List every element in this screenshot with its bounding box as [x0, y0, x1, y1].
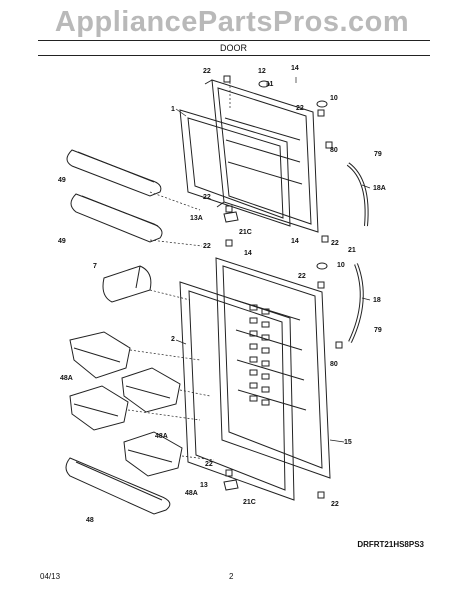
page-number: 2	[229, 572, 234, 581]
callout-49: 49	[58, 238, 66, 245]
callout-22: 22	[205, 461, 213, 468]
bottom-door-shelf	[65, 457, 171, 515]
callout-48: 48	[86, 517, 94, 524]
header-rule-top	[38, 40, 430, 41]
callout-49: 49	[58, 177, 66, 184]
freezer-door-panel	[204, 79, 319, 233]
freezer-door-shelf	[66, 149, 163, 243]
callout-7: 7	[93, 263, 97, 270]
door-shelf-slots	[249, 304, 270, 406]
callout-79: 79	[374, 151, 382, 158]
callout-12: 12	[258, 68, 266, 75]
callout-21C: 21C	[243, 499, 256, 506]
callout-14: 14	[244, 250, 252, 257]
callout-1: 1	[171, 106, 175, 113]
callout-10: 10	[330, 95, 338, 102]
page-title: DOOR	[220, 43, 247, 53]
callout-18: 18	[373, 297, 381, 304]
callout-80: 80	[330, 147, 338, 154]
model-number: DRFRT21HS8PS3	[357, 540, 424, 549]
callout-22: 22	[298, 273, 306, 280]
callout-22: 22	[296, 105, 304, 112]
fresh-food-door-panel	[215, 257, 331, 479]
callout-18A: 18A	[373, 185, 386, 192]
callout-22: 22	[203, 194, 211, 201]
callout-22: 22	[331, 240, 339, 247]
callout-14: 14	[291, 238, 299, 245]
dairy-container	[102, 265, 152, 303]
callout-10: 10	[337, 262, 345, 269]
door-bin	[69, 331, 183, 477]
callout-22: 22	[331, 501, 339, 508]
callout-21C: 21C	[239, 229, 252, 236]
callout-14: 14	[291, 65, 299, 72]
callout-79: 79	[374, 327, 382, 334]
hinge-parts	[223, 75, 343, 499]
callout-2: 2	[171, 336, 175, 343]
callout-21: 21	[348, 247, 356, 254]
freezer-door-gasket	[179, 109, 291, 227]
footer-date: 04/13	[40, 572, 61, 581]
fresh-food-door-gasket	[179, 281, 295, 501]
callout-48A: 48A	[185, 490, 198, 497]
callout-15: 15	[344, 439, 352, 446]
watermark: AppliancePartsPros.com	[54, 6, 410, 38]
callout-22: 22	[203, 68, 211, 75]
callout-48A: 48A	[155, 433, 168, 440]
freezer-door-handle	[346, 162, 369, 227]
callout-22: 22	[203, 243, 211, 250]
callout-13A: 13A	[190, 215, 203, 222]
callout-48A: 48A	[60, 375, 73, 382]
leader-lines	[127, 82, 231, 461]
callout-13: 13	[200, 482, 208, 489]
callout-11: 11	[266, 81, 274, 88]
callout-80: 80	[330, 361, 338, 368]
header-rule-bottom	[38, 55, 430, 56]
fresh-food-door-handle	[348, 263, 364, 343]
